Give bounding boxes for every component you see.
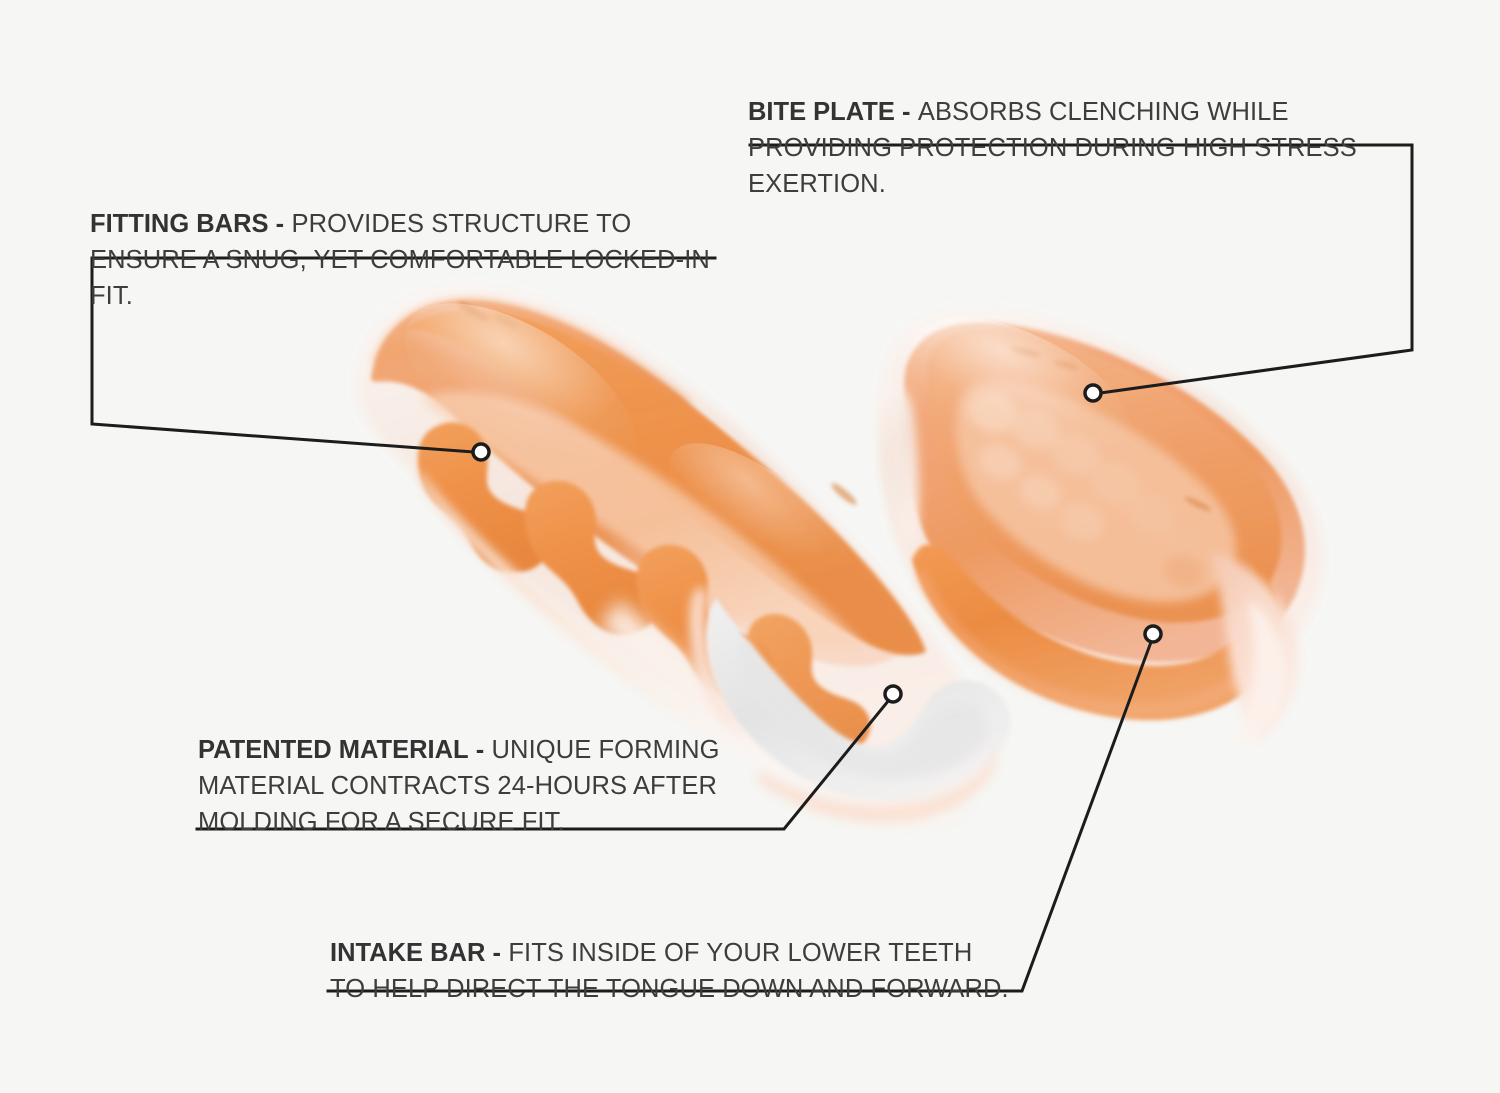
callout-bite-plate: BITE PLATE - ABSORBS CLENCHING WHILE PRO… [748,58,1428,202]
callout-bite-plate-separator: - [894,98,918,126]
callout-patented-material-term: PATENTED MATERIAL [198,736,469,764]
upper-guard-rear [878,309,1323,742]
callout-fitting-bars-term: FITTING BARS [90,210,269,238]
callout-intake-bar-term: INTAKE BAR [330,939,486,967]
callout-patented-material: PATENTED MATERIAL - UNIQUE FORMING MATER… [198,696,728,840]
callout-patented-material-separator: - [468,736,492,764]
callout-intake-bar: INTAKE BAR - FITS INSIDE OF YOUR LOWER T… [330,899,1010,1007]
callout-intake-bar-description: FITS INSIDE OF YOUR LOWER TEETH TO HELP … [330,939,1009,1003]
callout-fitting-bars-separator: - [268,210,292,238]
callout-bite-plate-description: ABSORBS CLENCHING WHILE PROVIDING PROTEC… [748,98,1357,198]
callout-bite-plate-term: BITE PLATE [748,98,895,126]
callout-patented-material-description: UNIQUE FORMING MATERIAL CONTRACTS 24-HOU… [198,736,720,836]
callout-fitting-bars-description: PROVIDES STRUCTURE TO ENSURE A SNUG, YET… [90,210,710,310]
callout-intake-bar-separator: - [485,939,509,967]
callout-fitting-bars: FITTING BARS - PROVIDES STRUCTURE TO ENS… [90,170,730,314]
